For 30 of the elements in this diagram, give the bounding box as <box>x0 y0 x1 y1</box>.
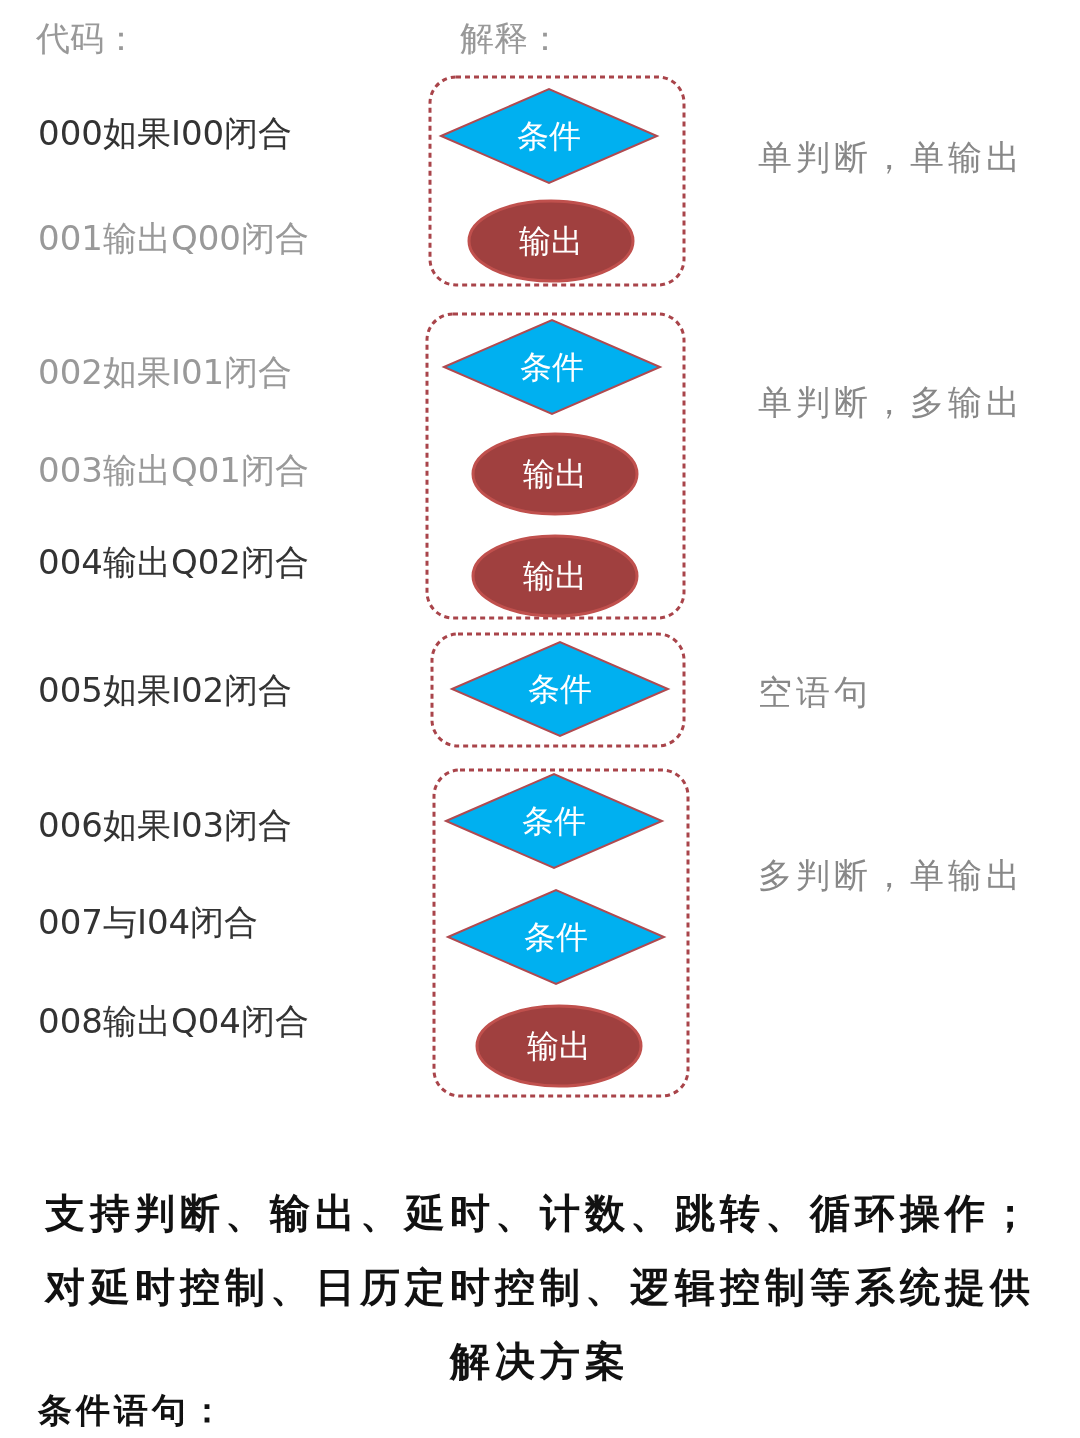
dashed-group-frame <box>425 312 686 620</box>
section-heading: 条件语句： <box>38 1390 228 1430</box>
decision-diamond: 条件 <box>447 889 665 985</box>
heading: 代码： <box>36 18 138 58</box>
code-line: 005如果I02闭合 <box>38 670 293 710</box>
output-ellipse: 输出 <box>475 1004 643 1088</box>
code-line: 007与I04闭合 <box>38 902 259 942</box>
code-line: 001输出Q00闭合 <box>38 218 309 258</box>
dashed-group-frame <box>430 632 686 748</box>
heading: 解释： <box>460 18 562 58</box>
description-paragraph: 支持判断、输出、延时、计数、跳转、循环操作；对延时控制、日历定时控制、逻辑控制等系统提供解决方案 <box>43 1189 1036 1386</box>
explanation-text: 多判断，单输出 <box>758 855 1024 895</box>
output-ellipse: 输出 <box>467 199 635 283</box>
output-ellipse: 输出 <box>471 432 639 516</box>
dashed-group-frame <box>432 768 690 1098</box>
decision-diamond: 条件 <box>443 319 661 415</box>
explanation-text: 单判断，单输出 <box>758 137 1024 177</box>
decision-diamond: 条件 <box>445 773 663 869</box>
explanation-text: 空语句 <box>758 672 872 712</box>
code-line: 003输出Q01闭合 <box>38 450 309 490</box>
code-line: 004输出Q02闭合 <box>38 542 309 582</box>
code-line: 008输出Q04闭合 <box>38 1001 309 1041</box>
code-line: 006如果I03闭合 <box>38 805 293 845</box>
output-ellipse: 输出 <box>471 534 639 618</box>
explanation-text: 单判断，多输出 <box>758 382 1024 422</box>
decision-diamond: 条件 <box>440 88 658 184</box>
dashed-group-frame <box>428 75 686 287</box>
code-line: 000如果I00闭合 <box>38 113 293 153</box>
decision-diamond: 条件 <box>451 641 669 737</box>
code-line: 002如果I01闭合 <box>38 352 293 392</box>
